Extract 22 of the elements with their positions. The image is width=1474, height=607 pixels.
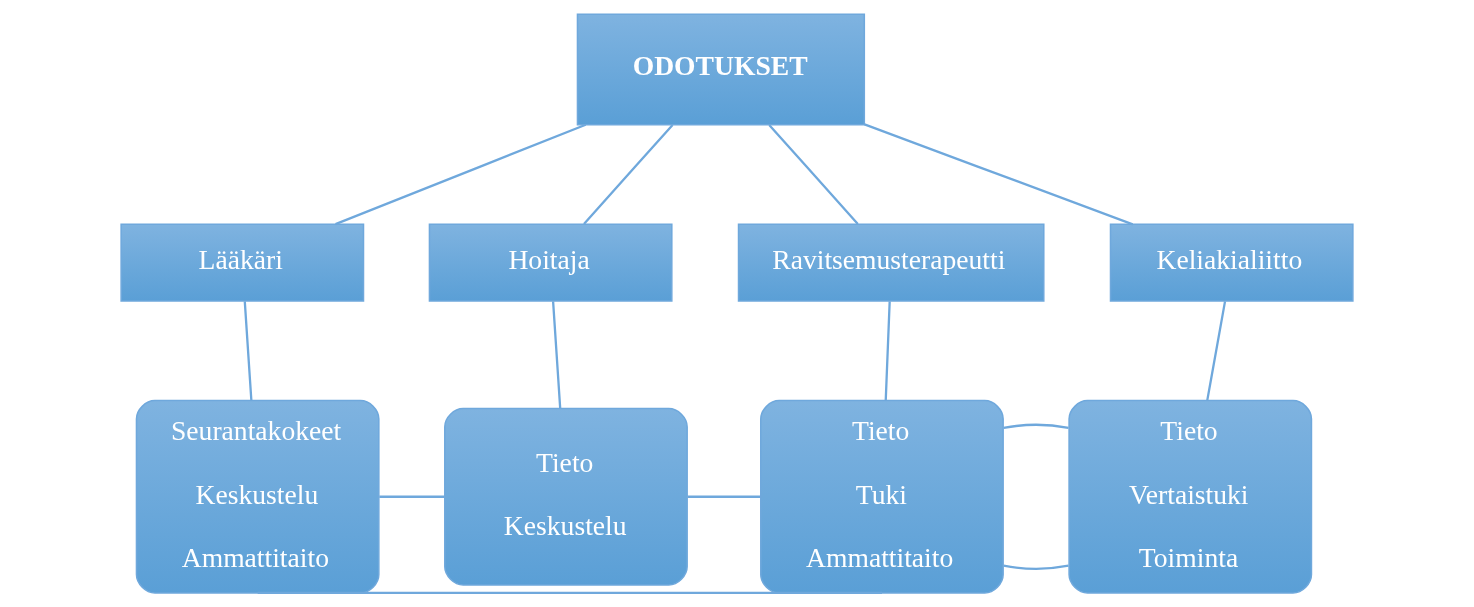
node-box: Seurantakokeet Keskustelu Ammattitaito bbox=[135, 399, 380, 594]
connector bbox=[1206, 301, 1227, 401]
node-box: Tieto Keskustelu bbox=[444, 407, 688, 586]
node-box: Hoitaja bbox=[428, 223, 673, 302]
connector bbox=[864, 123, 1134, 226]
connector bbox=[1003, 423, 1069, 430]
node-box: ODOTUKSET bbox=[576, 13, 866, 126]
connector bbox=[551, 301, 562, 409]
node-box: Tieto Tuki Ammattitaito bbox=[760, 399, 1004, 594]
node-box: Lääkäri bbox=[120, 223, 365, 302]
connector bbox=[335, 123, 587, 226]
connector bbox=[884, 301, 891, 401]
connector bbox=[687, 495, 761, 498]
connector bbox=[1003, 564, 1069, 570]
connector bbox=[257, 591, 882, 594]
node-box: Ravitsemusterapeutti bbox=[737, 223, 1045, 302]
connector bbox=[379, 495, 445, 498]
node-box: Tieto Vertaistuki Toiminta bbox=[1068, 399, 1313, 594]
node-box: Keliakialiitto bbox=[1109, 223, 1354, 302]
connector bbox=[768, 124, 859, 225]
connector bbox=[583, 124, 674, 225]
connector bbox=[243, 301, 253, 401]
